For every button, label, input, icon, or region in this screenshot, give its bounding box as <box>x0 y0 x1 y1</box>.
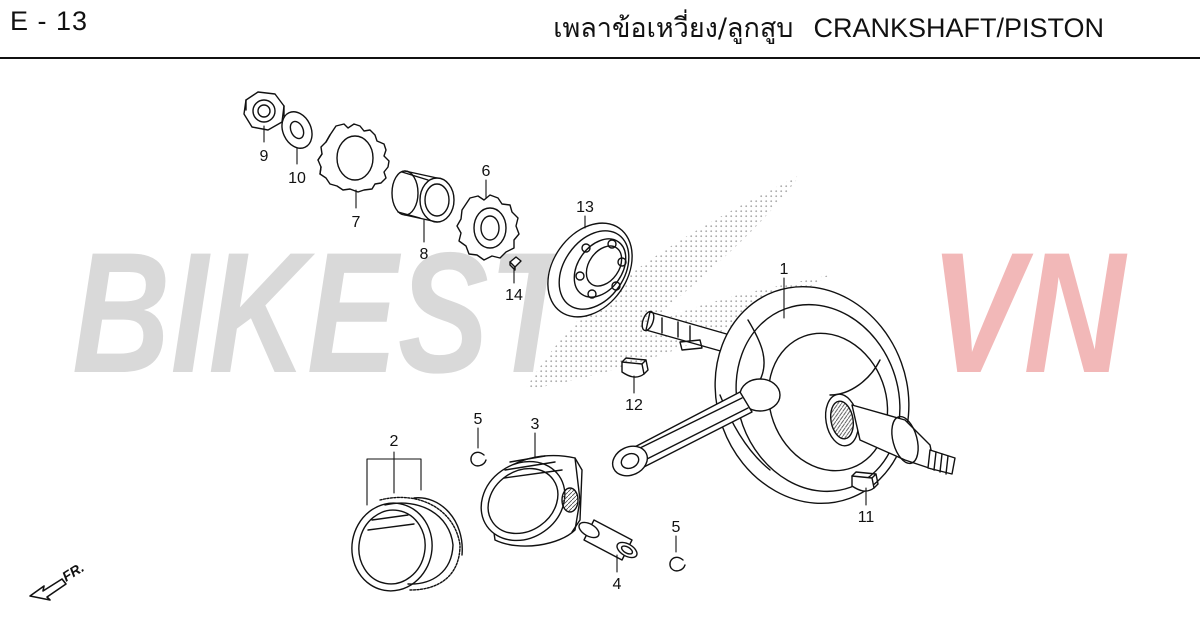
header-divider <box>0 57 1200 59</box>
callout-washer: 10 <box>288 170 306 187</box>
arrow-left-down-icon <box>29 578 67 601</box>
callout-primary-gear: 7 <box>352 214 361 231</box>
front-direction-marker: FR. <box>29 559 87 601</box>
page-title-english: CRANKSHAFT/PISTON <box>813 13 1104 43</box>
piston-part <box>480 454 583 547</box>
callout-piston-pin: 4 <box>613 576 622 593</box>
page-code: E - 13 <box>10 6 89 36</box>
washer-part <box>281 111 313 149</box>
woodruff-key-11-part <box>851 471 879 492</box>
logo-dot-backdrop <box>525 175 830 390</box>
page-title-thai: เพลาข้อเหวี่ยง/ลูกสูบ <box>553 13 794 44</box>
pin-clip-b-part <box>669 556 686 572</box>
piston-pin-part <box>578 519 638 561</box>
callout-woodruff-key-11: 11 <box>858 509 875 526</box>
callout-pin-clip-a: 5 <box>474 411 483 428</box>
callout-piston-rings: 2 <box>390 433 399 450</box>
nut-part <box>243 91 285 131</box>
primary-gear-part <box>317 123 390 193</box>
callout-pin-clip-b: 5 <box>672 519 681 536</box>
callout-piston: 3 <box>531 416 540 433</box>
watermark-red: VN <box>930 217 1128 409</box>
callout-woodruff-key-12: 12 <box>625 397 643 414</box>
piston-rings-part <box>351 496 463 592</box>
callout-nut: 9 <box>260 148 269 165</box>
leader-lines <box>263 125 867 573</box>
pin-clip-a-part <box>470 451 487 467</box>
callout-spacer-collar: 8 <box>420 246 429 263</box>
timing-sprocket-part <box>456 194 520 261</box>
callout-key-14: 14 <box>505 287 523 304</box>
page-title: เพลาข้อเหวี่ยง/ลูกสูบ CRANKSHAFT/PISTON <box>553 6 1104 49</box>
callout-radial-bearing: 13 <box>576 199 594 216</box>
radial-bearing-part <box>547 222 633 318</box>
spacer-collar-part <box>391 170 455 223</box>
callout-labels: 9 10 7 8 6 14 13 1 12 11 3 5 5 4 2 <box>260 148 875 593</box>
small-key-part <box>509 256 522 271</box>
crankshaft-part <box>611 285 956 505</box>
callout-timing-sprocket: 6 <box>482 163 491 180</box>
callout-crankshaft: 1 <box>780 261 789 278</box>
